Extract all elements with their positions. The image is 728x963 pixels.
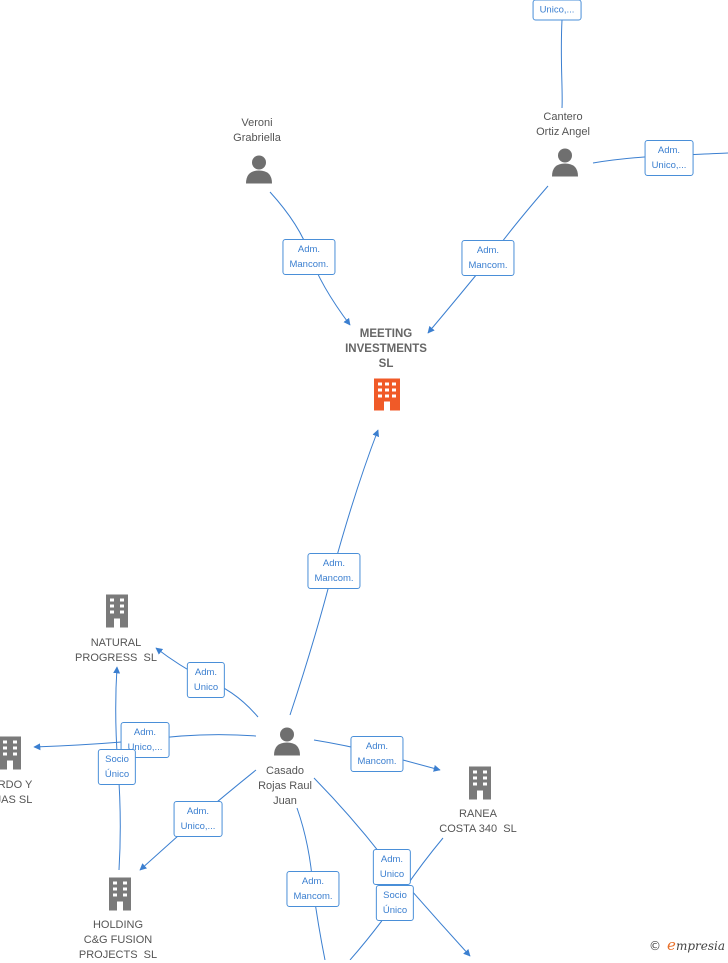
node-label-holding: HOLDING C&G FUSION PROJECTS SL [78,919,158,961]
node-label-natural: NATURAL PROGRESS SL [75,637,157,664]
building-icon-meeting[interactable] [371,377,403,416]
node-label-ranea: RANEA COSTA 340 SL [439,808,517,835]
brand-name: mpresia [675,939,725,953]
badge-casado-holding[interactable]: Adm. Unico,... [173,801,223,837]
building-icon-ranea[interactable] [466,766,494,805]
node-label-meeting: MEETING INVESTMENTS SL [345,328,427,370]
badge-cantero-meeting[interactable]: Adm. Mancom. [461,240,515,276]
badge-veroni-meeting[interactable]: Adm. Mancom. [282,239,336,275]
building-icon-natural[interactable] [103,594,131,633]
building-icon-bernardo[interactable] [0,736,24,775]
badge-socio-unico-left[interactable]: Socio Único [97,749,137,785]
node-label-veroni: Veroni Grabriella [233,117,281,144]
person-icon-cantero[interactable] [550,147,580,182]
badge-cantero-right[interactable]: Adm. Unico,... [644,140,694,176]
badge-casado-bottom-unico[interactable]: Adm. Unico [372,849,412,885]
badge-top-unico[interactable]: Unico,... [532,0,582,21]
copyright-symbol: © [649,939,662,953]
badge-casado-natural[interactable]: Adm. Unico [186,662,226,698]
badge-casado-meeting[interactable]: Adm. Mancom. [307,553,361,589]
building-icon-holding[interactable] [106,877,134,916]
badge-casado-ranea[interactable]: Adm. Mancom. [350,736,404,772]
person-icon-casado[interactable] [272,726,302,761]
node-label-cantero: Cantero Ortiz Angel [536,111,590,138]
brand-initial: e [667,936,676,954]
node-label-bernardo: RDO Y JAS SL [0,779,33,806]
person-icon-veroni[interactable] [244,154,274,189]
badge-casado-bottom-mancom[interactable]: Adm. Mancom. [286,871,340,907]
edge-top-to-cantero [560,19,563,109]
badge-casado-left[interactable]: Adm. Unico,... [120,722,170,758]
badge-socio-unico-bottom[interactable]: Socio Único [375,885,415,921]
brand-logo[interactable]: © empresia [649,936,725,954]
node-label-casado: Casado Rojas Raul Juan [258,765,312,807]
